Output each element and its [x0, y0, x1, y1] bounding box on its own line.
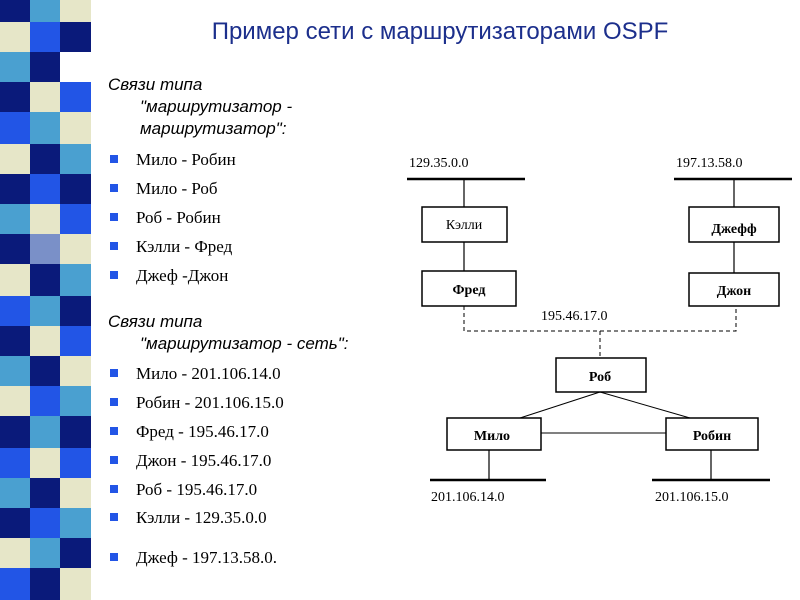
router-label-kelly: Кэлли: [446, 218, 483, 233]
network-label-195: 195.46.17.0: [541, 309, 608, 324]
network-label-201-14: 201.106.14.0: [431, 490, 505, 505]
link-rob-robin: [600, 392, 690, 418]
link-rob-milo: [520, 392, 600, 418]
network-label-197: 197.13.58.0: [676, 156, 743, 171]
router-label-jeff: Джефф: [711, 222, 757, 237]
network-label-201-15: 201.106.15.0: [655, 490, 729, 505]
router-label-milo: Мило: [474, 429, 510, 444]
router-label-robin: Робин: [693, 429, 731, 444]
network-label-129: 129.35.0.0: [409, 156, 469, 171]
router-label-john: Джон: [717, 284, 752, 299]
router-label-fred: Фред: [453, 283, 486, 298]
router-label-rob: Роб: [589, 370, 611, 385]
